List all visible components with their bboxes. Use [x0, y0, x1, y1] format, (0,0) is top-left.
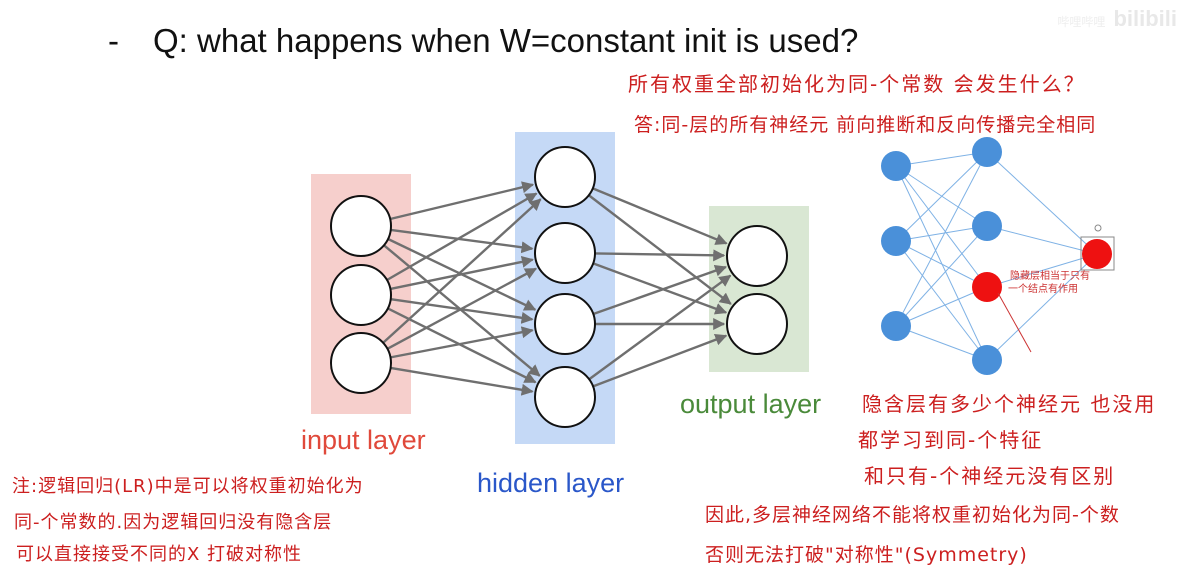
mini-connection: [986, 253, 1098, 288]
watermark-small: 哔哩哔哩: [1057, 15, 1106, 29]
mini-highlight-node: [1082, 239, 1112, 269]
title-dash: -: [108, 22, 119, 59]
mini-network-edges: [895, 151, 1098, 361]
rotate-handle: [1094, 224, 1102, 232]
annotation-same-feature: 都学习到同-个特征: [858, 428, 1044, 452]
mini-connection: [895, 151, 988, 242]
mini-connection: [895, 225, 988, 242]
hidden-layer-label: hidden layer: [477, 468, 624, 498]
connection-arrow: [390, 326, 534, 359]
output-node: [726, 293, 788, 355]
mini-connection: [895, 240, 988, 288]
connection-arrow: [382, 198, 542, 344]
mini-network-nodes: [881, 137, 1112, 375]
mini-node: [972, 137, 1002, 167]
connection-arrow: [389, 181, 535, 221]
mini-node: [881, 226, 911, 256]
input-layer-label: input layer: [301, 425, 426, 455]
hidden-node: [534, 146, 596, 208]
connection-arrow: [592, 333, 728, 388]
connection-arrow: [588, 194, 732, 305]
annotation-hidden-useless: 隐含层有多少个神经元 也没用: [862, 392, 1157, 416]
main-edges: [382, 181, 732, 396]
connection-arrow: [390, 255, 534, 291]
mini-connection: [986, 225, 1098, 255]
mini-connection: [895, 225, 988, 327]
connection-arrow: [592, 264, 728, 316]
input-node: [330, 195, 392, 257]
hidden-node: [534, 293, 596, 355]
connection-arrow: [588, 274, 732, 381]
connection-arrow: [594, 249, 726, 262]
mini-connection: [895, 325, 988, 361]
input-node: [330, 332, 392, 394]
hidden-node: [534, 366, 596, 428]
selection-box: [1080, 236, 1115, 271]
mini-highlight-node: [972, 272, 1002, 302]
connection-arrow: [387, 307, 537, 384]
callout-text-2: 一个结点有作用: [1008, 282, 1078, 295]
connection-arrow: [592, 262, 728, 315]
mini-node: [972, 345, 1002, 375]
hidden-node: [534, 222, 596, 284]
mini-connection: [895, 286, 988, 327]
main-nodes: [330, 146, 788, 428]
annotation-note-1: 注:逻辑回归(LR)中是可以将权重初始化为: [12, 476, 364, 497]
bilibili-logo: bilibili: [1113, 6, 1177, 31]
bilibili-watermark: 哔哩哔哩 bilibili: [1057, 6, 1177, 32]
annotation-one-neuron: 和只有-个神经元没有区别: [864, 464, 1116, 488]
annotation-question: 所有权重全部初始化为同-个常数 会发生什么？: [628, 72, 1086, 96]
mini-connection: [986, 151, 1098, 255]
input-node: [330, 264, 392, 326]
annotation-note-2: 同-个常数的.因为逻辑回归没有隐含层: [14, 512, 333, 533]
mini-connection: [895, 240, 988, 361]
mini-node: [881, 151, 911, 181]
mini-connection: [895, 151, 988, 327]
question-title: -Q: what happens when W=constant init is…: [108, 22, 858, 60]
connection-arrow: [592, 187, 728, 245]
annotation-conclusion-2: 否则无法打破"对称性"(Symmetry): [705, 544, 1028, 566]
connection-arrow: [390, 366, 534, 396]
mini-connection: [895, 165, 988, 361]
callout-pointer: [997, 292, 1032, 353]
annotation-note-3: 可以直接接受不同的X 打破对称性: [16, 544, 303, 565]
output-layer-label: output layer: [680, 389, 821, 419]
mini-node: [972, 211, 1002, 241]
mini-connection: [895, 151, 988, 167]
annotation-answer: 答:同-层的所有神经元 前向推断和反向传播完全相同: [634, 114, 1097, 136]
annotation-conclusion-1: 因此,多层神经网络不能将权重初始化为同-个数: [705, 504, 1120, 526]
title-text: Q: what happens when W=constant init is …: [153, 22, 859, 59]
connection-arrow: [390, 228, 534, 254]
connection-arrow: [386, 267, 538, 350]
output-node: [726, 225, 788, 287]
callout-text-1: 隐藏层相当于只有: [1010, 269, 1090, 282]
mini-connection: [895, 165, 988, 288]
connection-arrow: [386, 192, 538, 282]
mini-connection: [986, 253, 1098, 361]
mini-node: [881, 311, 911, 341]
